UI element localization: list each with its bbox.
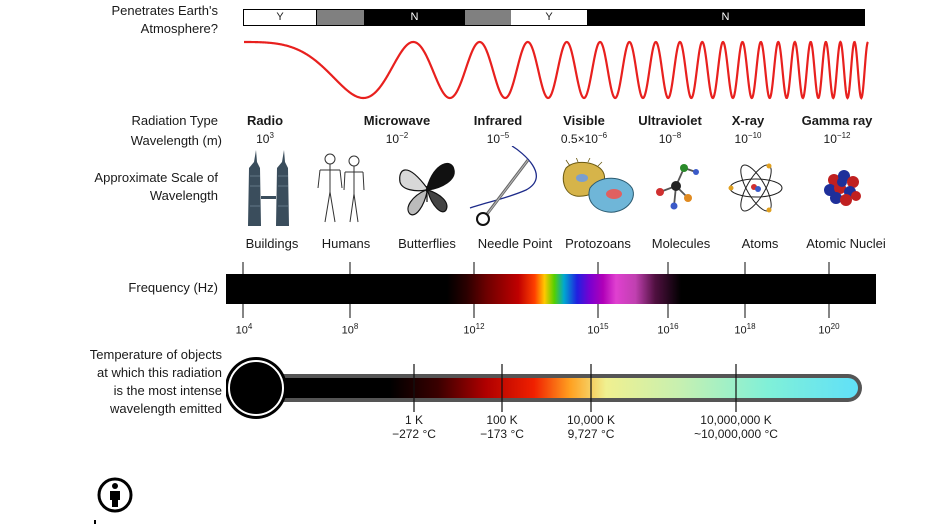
wavelength-visible: 0.5×10−6 [560,131,608,146]
thermometer-gradient [258,378,858,398]
freq-tick-1e8: 108 [341,322,359,337]
atom-icon [728,163,783,213]
wavelength-gamma: 10−12 [823,131,851,146]
atmosphere-segment: N [364,10,465,25]
wavelength-ultraviolet: 10−8 [658,131,682,146]
scale-butterflies: Butterflies [398,236,456,251]
temp-10000000k: 10,000,000 K~10,000,000 °C [694,413,778,441]
molecule-icon [656,164,699,210]
radiation-type-gamma: Gamma ray [801,113,873,128]
freq-tick-1e20: 1020 [818,322,840,337]
protozoan-icon [562,158,634,213]
needle-icon [469,146,537,226]
atmosphere-segment [465,10,511,25]
wavelength-radio: 103 [256,131,274,146]
radiation-type-xray: X-ray [731,113,765,128]
atmosphere-segment: N [587,10,864,25]
atmosphere-segment: Y [244,10,317,25]
scale-label: Approximate Scale of Wavelength [94,170,218,203]
temp-1k: 1 K−272 °C [392,413,436,441]
freq-tick-1e18: 1018 [734,322,756,337]
attribution-icon[interactable] [96,476,134,514]
radiation-type-ultraviolet: Ultraviolet [638,113,702,128]
radiation-type-label: Radiation Type [131,113,219,128]
scale-needle-point: Needle Point [477,236,553,251]
atmosphere-segment: Y [511,10,587,25]
thermometer [226,357,862,419]
freq-tick-1e12: 1012 [463,322,485,337]
radiation-type-visible: Visible [563,113,605,128]
penetrates-label: Penetrates Earth's Atmosphere? [111,3,218,36]
wavelength-xray: 10−10 [734,131,762,146]
freq-tick-1e4: 104 [235,322,253,337]
buildings-icon [248,150,289,226]
frequency-label: Frequency (Hz) [128,280,218,295]
wave-line [244,40,869,100]
scale-atomic-nuclei: Atomic Nuclei [806,236,886,251]
wavelength-microwave: 10−2 [385,131,409,146]
scale-buildings: Buildings [245,236,299,251]
wave-graphic [244,40,869,100]
radiation-type-infrared: Infrared [473,113,523,128]
temp-100k: 100 K−173 °C [480,413,524,441]
atmosphere-bar: Y N Y N [243,9,865,26]
nucleus-icon [824,170,861,206]
butterfly-icon [399,162,455,216]
scale-protozoans: Protozoans [565,236,631,251]
radiation-type-microwave: Microwave [363,113,431,128]
radiation-type-radio: Radio [246,113,284,128]
freq-tick-1e16: 1016 [657,322,679,337]
humans-icon [317,153,365,223]
frequency-spectrum-bar [226,274,876,304]
frequency-ticks [242,262,830,318]
atmosphere-segment [317,10,364,25]
scale-humans: Humans [321,236,371,251]
scale-molecules: Molecules [651,236,711,251]
temperature-label: Temperature of objects at which this rad… [89,347,222,416]
scale-atoms: Atoms [741,236,779,251]
wavelength-infrared: 10−5 [486,131,510,146]
wavelength-label: Wavelength (m) [130,133,222,148]
freq-tick-1e15: 1015 [587,322,609,337]
corner-dot [94,520,96,524]
